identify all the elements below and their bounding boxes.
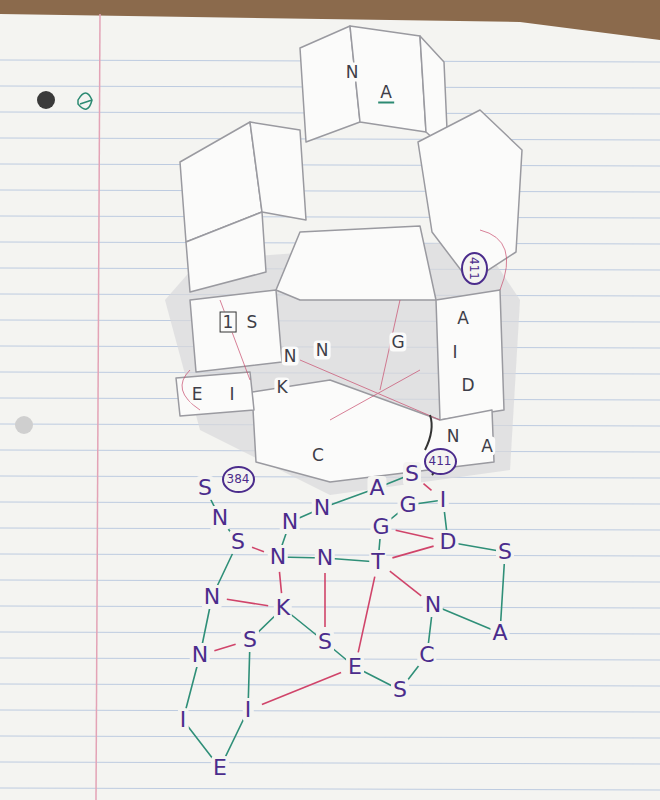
- number-text: 411: [467, 257, 481, 280]
- residue-letter: N: [315, 546, 335, 570]
- residue-letter: S: [496, 540, 514, 564]
- model-letter: A: [378, 83, 394, 104]
- residue-letter: A: [490, 621, 509, 645]
- residue-number: 411: [424, 448, 457, 475]
- number-text: 384: [227, 472, 250, 486]
- residue-number: 411: [461, 252, 488, 285]
- contact-line: [392, 546, 433, 558]
- residue-letter: D: [438, 530, 459, 554]
- model-letter: 1: [220, 312, 237, 333]
- residue-letter: S: [196, 476, 214, 500]
- model-letter: N: [314, 341, 331, 360]
- margin-doodle: [78, 93, 92, 109]
- punch-hole: [37, 91, 55, 109]
- contact-line: [423, 484, 431, 491]
- number-text: 411: [429, 454, 452, 468]
- contact-line: [262, 673, 341, 705]
- contact-line: [324, 573, 326, 627]
- model-letter: A: [479, 437, 495, 456]
- contact-line: [279, 572, 281, 593]
- residue-letter: N: [210, 506, 230, 530]
- residue-letter: N: [202, 585, 222, 609]
- model-pencil-marks: [182, 230, 507, 420]
- residue-letter: I: [438, 488, 449, 512]
- model-letter: I: [227, 385, 236, 404]
- residue-letter: A: [367, 476, 386, 500]
- model-letter: N: [344, 63, 361, 82]
- paper-strips: [176, 26, 522, 482]
- residue-letter: E: [346, 655, 364, 679]
- residue-letter: I: [243, 698, 254, 722]
- residue-letter: S: [229, 530, 247, 554]
- residue-letter: S: [403, 462, 421, 486]
- contact-line: [214, 644, 235, 650]
- model-letter: C: [310, 446, 326, 465]
- backbone-line: [183, 474, 505, 768]
- contact-line: [358, 577, 375, 653]
- residue-letter: K: [274, 596, 292, 620]
- residue-letter: S: [391, 678, 409, 702]
- model-letter: E: [190, 385, 205, 404]
- residue-letter: T: [369, 550, 386, 574]
- residue-letter: S: [241, 628, 259, 652]
- contact-line: [390, 571, 421, 596]
- contact-line: [227, 599, 268, 605]
- residue-letter: G: [397, 493, 418, 517]
- residue-number: 384: [222, 466, 255, 493]
- residue-letter: N: [280, 510, 300, 534]
- model-letter: K: [274, 378, 289, 397]
- model-letter: S: [245, 313, 260, 332]
- residue-letter: E: [211, 756, 229, 780]
- residue-letter: G: [370, 515, 391, 539]
- model-letter: G: [389, 333, 406, 352]
- punch-hole: [15, 416, 33, 434]
- contact-line: [396, 530, 434, 538]
- contact-line: [252, 547, 264, 551]
- residue-letter: I: [178, 708, 189, 732]
- model-letter: I: [450, 343, 459, 362]
- model-letter: N: [445, 427, 462, 446]
- model-letter: D: [459, 376, 476, 395]
- residue-letter: N: [190, 643, 210, 667]
- residue-letter: N: [268, 545, 288, 569]
- residue-letter: C: [417, 643, 436, 667]
- model-letter: A: [455, 309, 471, 328]
- residue-letter: N: [312, 496, 332, 520]
- margin-line: [96, 14, 100, 800]
- model-letter: N: [282, 347, 299, 366]
- residue-letter: S: [316, 630, 334, 654]
- residue-letter: N: [423, 593, 443, 617]
